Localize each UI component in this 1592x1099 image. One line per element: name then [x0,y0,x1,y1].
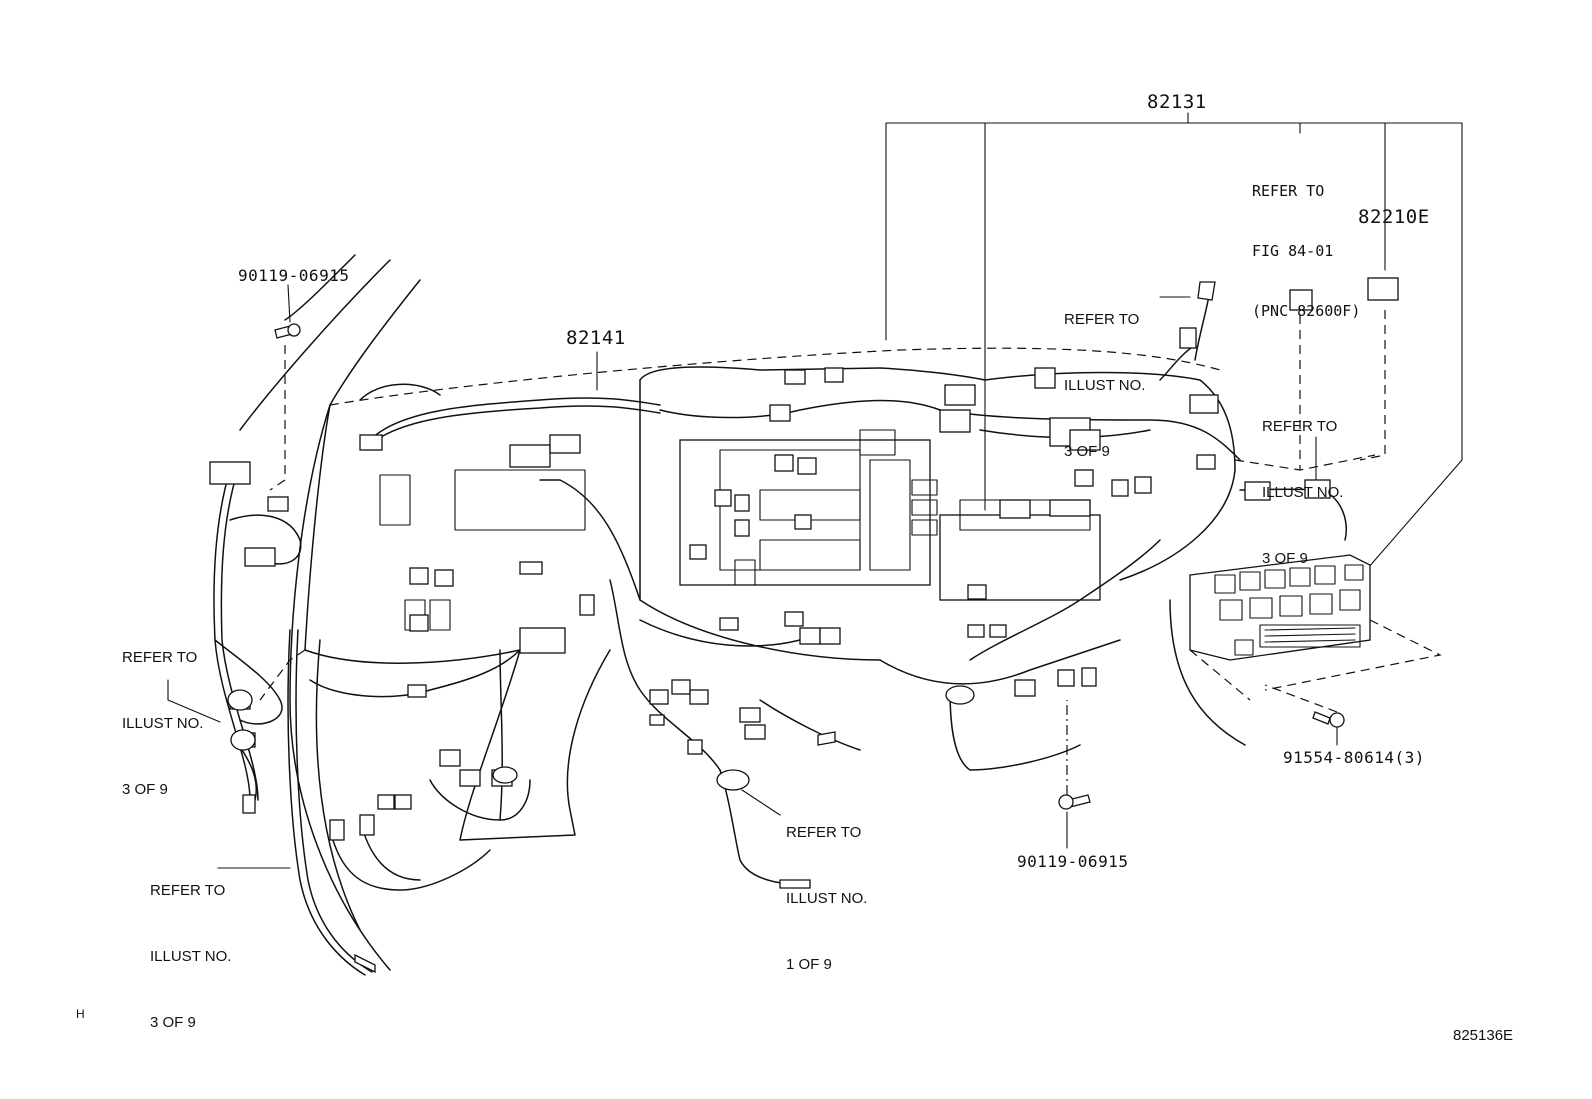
part-number-82210E[interactable]: 82210E [1358,206,1430,228]
ref-line: REFER TO [122,649,198,666]
corner-mark: H [76,1007,85,1021]
refer-to-illust-left-lower[interactable]: REFER TO ILLUST NO. 3 OF 9 [150,836,231,1056]
bolt-icon-bottom-right [1312,711,1345,728]
ref-line: REFER TO [150,882,226,899]
harness-ends [242,281,1216,974]
ref-line: ILLUST NO. [786,890,868,907]
bolt-icon-bottom-center [1058,794,1091,810]
connectors [209,277,1399,841]
ref-line: ILLUST NO. [122,715,204,732]
refer-to-illust-right-middle[interactable]: REFER TO ILLUST NO. 3 OF 9 [1262,372,1343,592]
ref-line: 3 OF 9 [150,1014,196,1031]
refer-to-illust-center-lower[interactable]: REFER TO ILLUST NO. 1 OF 9 [786,778,867,998]
ref-line: ILLUST NO. [1262,484,1344,501]
junction-block [1189,554,1442,701]
grommets [227,685,975,791]
part-number-bolt-bottom-right[interactable]: 91554-80614(3) [1283,748,1425,767]
ref-line: 1 OF 9 [786,956,832,973]
part-number-bolt-top-left[interactable]: 90119-06915 [238,266,350,285]
ref-line: REFER TO [1262,418,1338,435]
ref-line: ILLUST NO. [150,948,232,965]
callout-82131-bracket [885,112,1463,569]
leader-lines [167,284,1386,869]
bolt-icon-top-left [274,323,301,339]
part-number-82131[interactable]: 82131 [1147,91,1207,113]
dashboard-outline [239,254,1376,971]
refer-to-fig-note[interactable]: REFER TO FIG 84-01 (PNC 82600F) [1252,141,1360,341]
harness-82141 [213,284,1347,976]
ref-line: 3 OF 9 [1064,443,1110,460]
refer-to-illust-top-middle[interactable]: REFER TO ILLUST NO. 3 OF 9 [1064,265,1145,485]
ref-line: FIG 84-01 [1252,242,1334,260]
ref-line: REFER TO [1064,311,1140,328]
figure-id: 825136E [1453,1027,1514,1044]
part-number-82141[interactable]: 82141 [566,327,626,349]
ref-line: REFER TO [786,824,862,841]
ref-line: REFER TO [1252,182,1325,200]
part-number-bolt-bottom-center[interactable]: 90119-06915 [1017,852,1129,871]
ref-line: ILLUST NO. [1064,377,1146,394]
ref-line: 3 OF 9 [1262,550,1308,567]
ref-line: 3 OF 9 [122,781,168,798]
refer-to-illust-left-middle[interactable]: REFER TO ILLUST NO. 3 OF 9 [122,603,203,823]
ref-line: (PNC 82600F) [1252,302,1361,320]
bolt-icon-group [274,323,1345,810]
